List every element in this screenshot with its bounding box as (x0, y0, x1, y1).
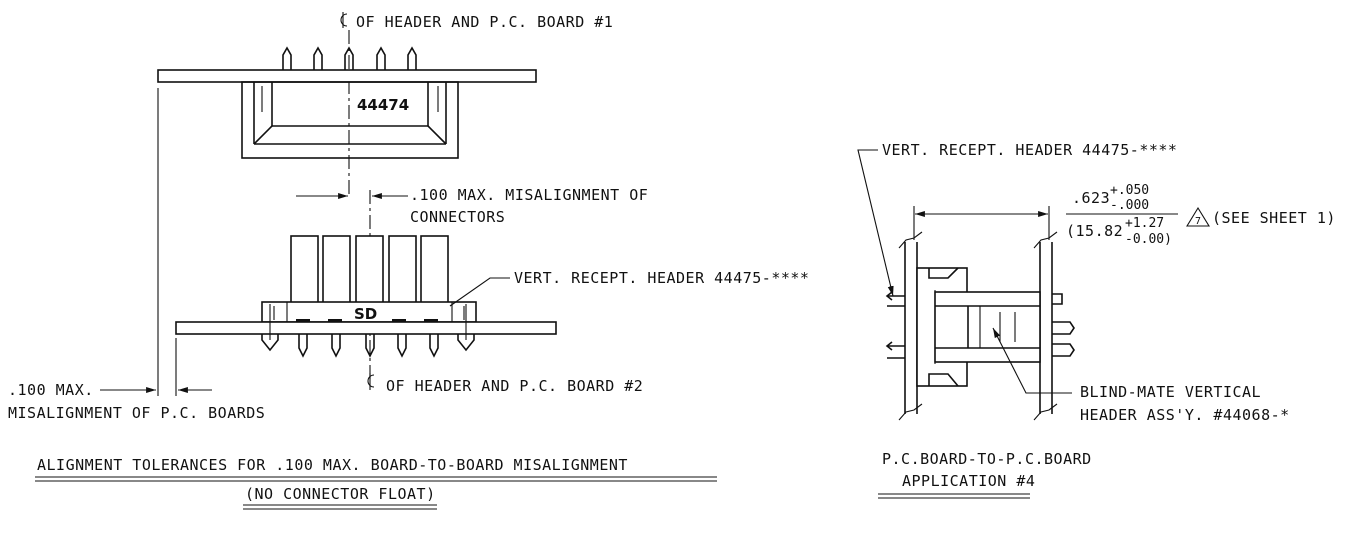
board2-solder-pads (296, 319, 438, 322)
misalign-boards-label-2: MISALIGNMENT OF P.C. BOARDS (8, 404, 265, 422)
dim-mm-open: (15.82 (1066, 222, 1123, 240)
dimension-623 (913, 206, 1178, 240)
dim-inch-minus: -.000 (1110, 198, 1149, 213)
header-44475-base (261, 301, 477, 323)
vert-header-label-right: VERT. RECEPT. HEADER 44475-**** (882, 141, 1177, 159)
centerline-label-board1: OF HEADER AND P.C. BOARD #1 (356, 13, 613, 31)
blind-mate-label-2: HEADER ASS'Y. #44068-* (1080, 406, 1290, 424)
part-number-44474: 44474 (357, 96, 409, 114)
centerline-symbol-bottom (367, 373, 375, 390)
leader-vert-header-right (857, 149, 894, 297)
right-view-title-1: P.C.BOARD-TO-P.C.BOARD (882, 450, 1092, 468)
pins-top (282, 46, 417, 70)
pc-board-2 (175, 321, 557, 335)
misalign-connectors-label-1: .100 MAX. MISALIGNMENT OF (410, 186, 648, 204)
see-sheet-note: (SEE SHEET 1) (1212, 209, 1336, 227)
leader-blind-mate (992, 327, 1072, 394)
dim-mm-minus: -0.00) (1125, 232, 1172, 247)
misalign-connectors-label-2: CONNECTORS (410, 208, 505, 226)
boss-pegs (261, 304, 475, 352)
right-view-title-2: APPLICATION #4 (902, 472, 1035, 490)
dim-mm-plus: +1.27 (1125, 216, 1164, 231)
vert-header-label-left: VERT. RECEPT. HEADER 44475-**** (514, 269, 809, 287)
connector-44474 (241, 81, 459, 159)
leader-vert-header (449, 277, 510, 307)
blind-mate-header (934, 291, 1075, 363)
left-alignment-view: OF HEADER AND P.C. BOARD #1 44 (8, 12, 809, 510)
misalign-boards-label-1: .100 MAX. (8, 381, 94, 399)
right-application-view: VERT. RECEPT. HEADER 44475-**** .623 +.0… (857, 141, 1336, 499)
blind-mate-label-1: BLIND-MATE VERTICAL (1080, 383, 1261, 401)
revision-number: 7 (1195, 216, 1201, 227)
pins-bottom (298, 334, 439, 358)
board-misalignment-dimension (100, 88, 212, 396)
centerline-symbol-top (340, 12, 348, 28)
dim-inch-nominal: .623 (1072, 189, 1110, 207)
sd-mark: SD (354, 305, 377, 323)
left-view-title: ALIGNMENT TOLERANCES FOR .100 MAX. BOARD… (37, 456, 628, 474)
revision-triangle-icon (1186, 206, 1210, 227)
pc-board-1 (157, 69, 537, 83)
dim-inch-plus: +.050 (1110, 183, 1149, 198)
header-44475-posts (290, 235, 449, 305)
centerline-label-board2: OF HEADER AND P.C. BOARD #2 (386, 377, 643, 395)
left-view-subtitle: (NO CONNECTOR FLOAT) (245, 485, 436, 503)
